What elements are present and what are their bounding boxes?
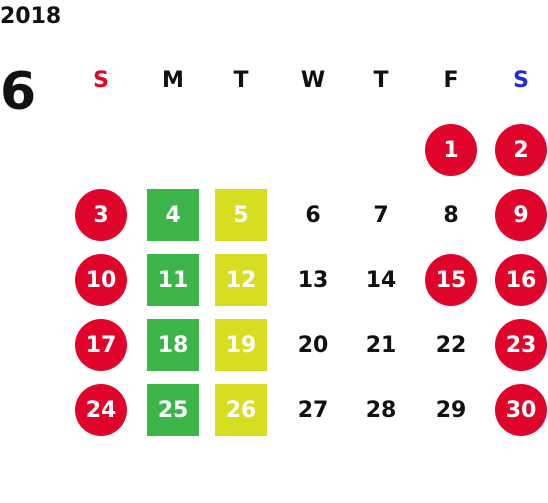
day-cell[interactable]: 14 [365,267,397,293]
day-cell[interactable]: 16 [495,254,547,306]
day-cell[interactable]: 1 [425,124,477,176]
weekday-label: W [300,68,326,93]
year-label: 2018 [0,4,62,29]
day-cell[interactable]: 3 [75,189,127,241]
day-cell[interactable]: 8 [443,202,459,228]
weekday-label: T [233,68,249,93]
day-cell[interactable]: 5 [215,189,267,241]
day-cell[interactable]: 15 [425,254,477,306]
day-cell[interactable]: 4 [147,189,199,241]
day-cell[interactable]: 28 [365,397,397,423]
weekday-label: S [93,68,109,93]
day-cell[interactable]: 25 [147,384,199,436]
day-cell[interactable]: 21 [365,332,397,358]
day-cell[interactable]: 24 [75,384,127,436]
day-cell[interactable]: 9 [495,189,547,241]
day-cell[interactable]: 10 [75,254,127,306]
day-cell[interactable]: 22 [435,332,467,358]
weekday-label: F [443,68,459,93]
day-cell[interactable]: 27 [297,397,329,423]
day-cell[interactable]: 26 [215,384,267,436]
day-cell[interactable]: 23 [495,319,547,371]
day-cell[interactable]: 2 [495,124,547,176]
weekday-label: T [373,68,389,93]
day-cell[interactable]: 19 [215,319,267,371]
day-cell[interactable]: 12 [215,254,267,306]
day-cell[interactable]: 29 [435,397,467,423]
month-number: 6 [0,62,37,122]
day-cell[interactable]: 6 [305,202,321,228]
weekday-label: S [513,68,529,93]
day-cell[interactable]: 18 [147,319,199,371]
day-cell[interactable]: 7 [373,202,389,228]
weekday-label: M [162,68,184,93]
day-cell[interactable]: 13 [297,267,329,293]
day-cell[interactable]: 11 [147,254,199,306]
day-cell[interactable]: 30 [495,384,547,436]
day-cell[interactable]: 17 [75,319,127,371]
day-cell[interactable]: 20 [297,332,329,358]
